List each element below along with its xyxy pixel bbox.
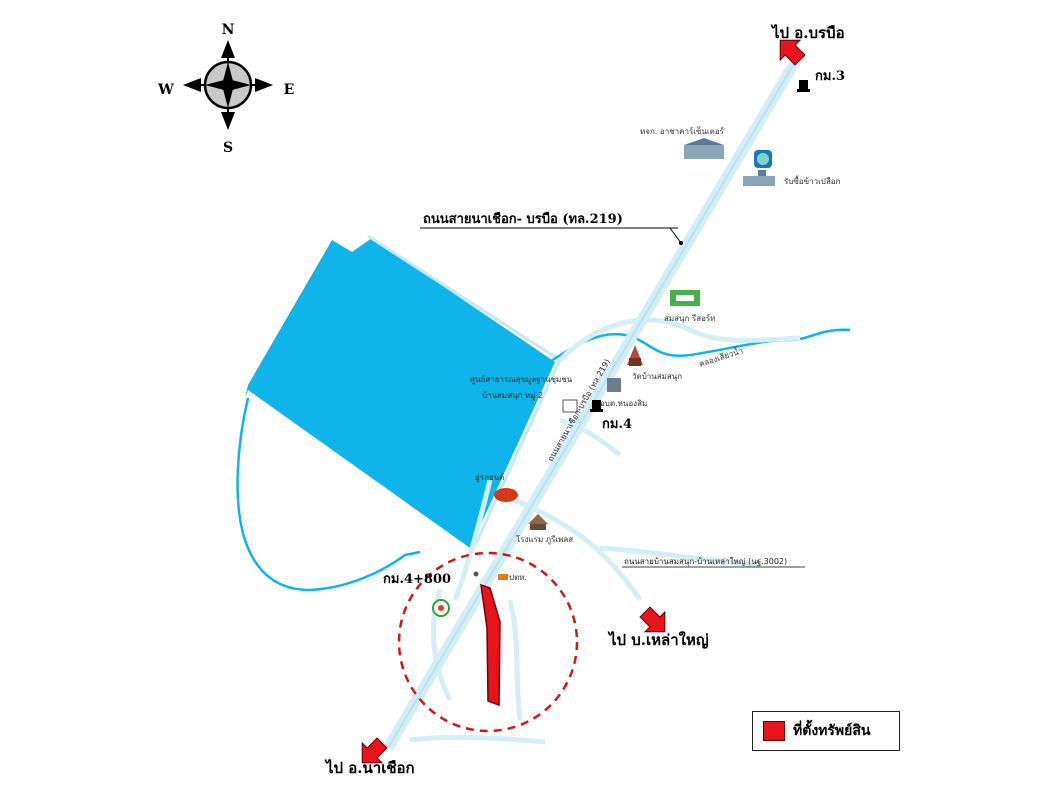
main-road-center xyxy=(387,61,796,749)
hotel-icon xyxy=(528,514,548,530)
label-temple: วัดบ้านสมสนุก xyxy=(632,372,682,381)
compass-w: W xyxy=(157,82,174,98)
label-creek: คลองเสียวน้ำ xyxy=(697,344,744,369)
legend-property-swatch xyxy=(763,721,785,741)
legend-property-label: ที่ตั้งทรัพย์สิน xyxy=(793,723,871,739)
health-center-icon xyxy=(562,399,578,413)
creek-east xyxy=(544,328,851,367)
factory-icon xyxy=(684,138,724,159)
creek-west xyxy=(236,397,421,592)
arrow-to-lao-yai xyxy=(639,606,666,633)
label-car-care: อู่รถยนต์ xyxy=(475,472,504,483)
compass-rose: N S W E xyxy=(157,22,294,156)
resort-icon xyxy=(670,290,700,306)
property-parcel xyxy=(480,583,501,707)
label-nachueak: ไป อ.นาเชือก xyxy=(324,758,415,777)
label-rice: รับซื้อข้าวเปลือก xyxy=(784,175,841,186)
reservoir xyxy=(245,238,555,548)
km-post-icon-km4 xyxy=(590,400,603,412)
car-care-icon xyxy=(494,488,518,502)
label-hotel: โรงแรม ภูรีเพลส xyxy=(516,534,573,545)
shop-icon xyxy=(498,574,508,580)
label-borabue: ไป อ.บรบือ xyxy=(770,23,845,42)
compass-e: E xyxy=(284,82,295,98)
gas-station-icon xyxy=(432,599,450,617)
arrow-to-borabue xyxy=(779,39,806,66)
temple-icon xyxy=(627,345,643,366)
km4800-marker xyxy=(473,571,479,577)
rice-mill-icon xyxy=(743,170,775,186)
label-km3: กม.3 xyxy=(815,69,845,84)
label-main-road: ถนนสายนาเชือก- บรบือ (ทล.219) xyxy=(423,211,623,227)
compass-s: S xyxy=(223,140,233,156)
label-village: บ้านสมสนุก หมู่ 2 xyxy=(482,391,543,401)
label-factory: หจก. อาชาคาร์เซ็นเตอร์ xyxy=(640,126,725,136)
label-km4: กม.4 xyxy=(602,417,632,432)
label-school: อบต.หนองสิม xyxy=(600,399,647,408)
compass-n: N xyxy=(222,22,235,38)
label-side-road: ถนนสายบ้านสมสนุก-บ้านเหล่าใหญ่ (นฐ.3002) xyxy=(624,557,787,566)
arrow-to-nachueak xyxy=(361,737,388,764)
label-gas-station: ปตท. xyxy=(509,573,527,582)
km-post-icon-km3 xyxy=(797,80,810,92)
label-lao-yai: ไป บ.เหล่าใหญ่ xyxy=(607,630,709,649)
label-km4800: กม.4+800 xyxy=(383,572,451,587)
map-legend: ที่ตั้งทรัพย์สิน xyxy=(752,711,900,751)
label-resort: สมสนุก รีสอร์ท xyxy=(664,313,715,323)
label-health-center: ศูนย์สาธารณสุขมูลฐานชุมชน xyxy=(470,374,573,385)
company-logo-icon xyxy=(754,150,772,168)
school-icon xyxy=(607,378,621,392)
property-highlight-circle xyxy=(397,551,579,733)
